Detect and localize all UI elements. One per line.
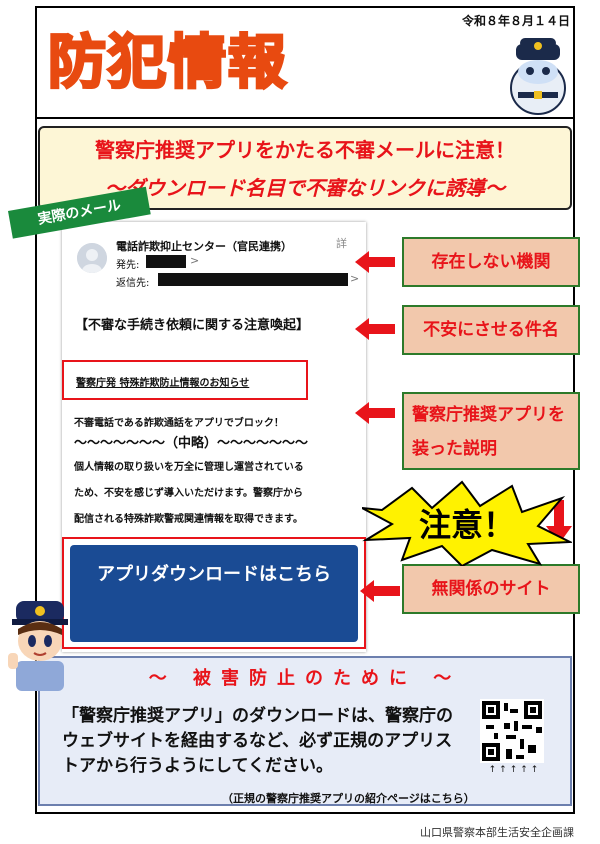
chevron-right-icon: >	[350, 272, 360, 285]
header-divider	[35, 117, 575, 119]
alert-headline: 警察庁推奨アプリをかたる不審メールに注意！	[95, 138, 515, 162]
qr-note: （正規の警察庁推奨アプリの紹介ページはこちら）	[222, 792, 475, 805]
email-omitted-line: ～～～～～～～（中略）～～～～～～～	[74, 436, 309, 451]
email-subject: 【不審な手続き依頼に関する注意喚起】	[75, 318, 310, 333]
email-body-line: 個人情報の取り扱いを万全に管理し運営されている	[74, 462, 304, 473]
arrow-left-icon	[355, 318, 395, 340]
redacted-reply-to	[158, 273, 348, 286]
label-fake-app-description: 警察庁推奨アプリを装った説明	[402, 392, 580, 470]
redacted-sender	[146, 255, 186, 268]
arrow-left-icon	[355, 251, 395, 273]
reply-to-label: 返信先:	[116, 278, 150, 289]
email-body-line: 不審電話である詐欺通話をアプリでブロック！	[74, 418, 284, 429]
footer-credit: 山口県警察本部生活安全企画課	[420, 826, 574, 839]
reply-icon: 詳	[336, 237, 347, 250]
email-body-line: 配信される特殊詐欺警戒関連情報を取得できます。	[74, 514, 303, 525]
email-sender: 電話詐欺抑止センター（官民連携）	[116, 240, 292, 253]
police-officer-icon	[8, 601, 68, 691]
alert-subheadline: ～ダウンロード名目で不審なリンクに誘導～	[105, 176, 505, 200]
app-download-label: アプリダウンロードはこちら	[97, 564, 331, 585]
qr-arrows: ↑↑↑↑↑	[488, 765, 542, 775]
chevron-right-icon: >	[190, 254, 200, 267]
sender-avatar-icon	[77, 243, 107, 273]
label-unrelated-site: 無関係のサイト	[402, 564, 580, 614]
caution-burst-icon: 注意！	[362, 480, 572, 566]
prevention-heading: ～ 被害防止のために ～	[148, 668, 462, 689]
notice-highlight	[62, 360, 308, 400]
label-nonexistent-agency: 存在しない機関	[402, 237, 580, 287]
app-download-button[interactable]: アプリダウンロードはこちら	[70, 545, 358, 642]
from-label: 発先:	[116, 260, 140, 271]
email-body-line: ため、不安を感じず導入いただけます。警察庁から	[74, 488, 303, 499]
issue-date: 令和８年８月１４日	[461, 14, 570, 28]
qr-code-icon[interactable]	[480, 699, 544, 763]
prevention-paragraph: 「警察庁推奨アプリ」のダウンロードは、警察庁のウェブサイトを経由するなど、必ず正…	[62, 706, 453, 776]
poster-title: 防犯情報	[46, 27, 289, 98]
label-anxiety-subject: 不安にさせる件名	[402, 305, 580, 355]
police-mascot-icon	[510, 38, 566, 115]
email-notice-title: 警察庁発 特殊詐欺防止情報のお知らせ	[76, 378, 250, 389]
caution-text: 注意！	[419, 506, 515, 544]
arrow-left-icon	[355, 402, 395, 424]
arrow-left-icon	[360, 580, 400, 602]
